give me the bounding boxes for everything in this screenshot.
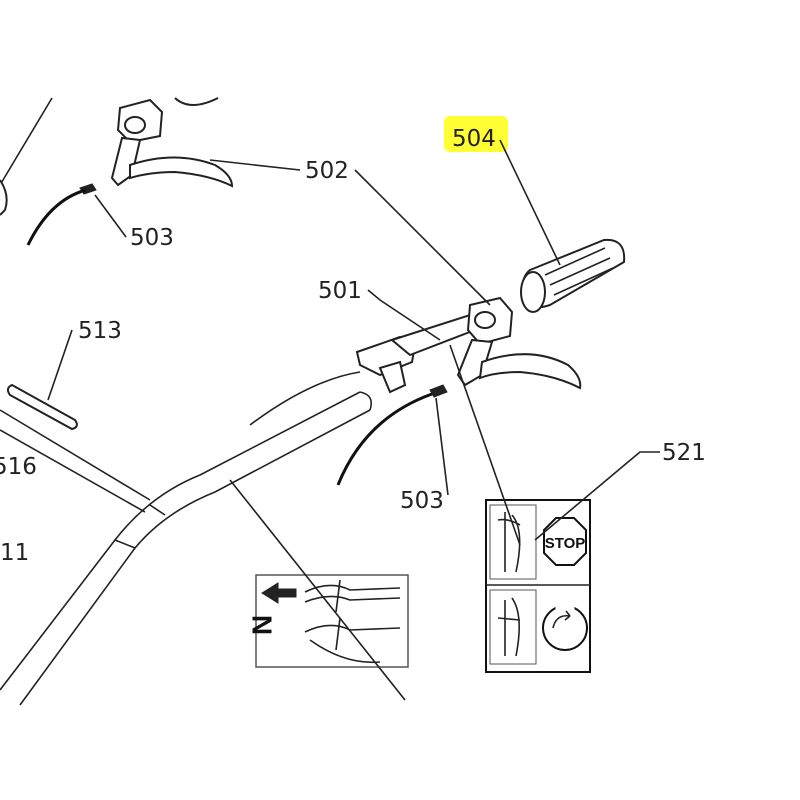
decal-521: STOP bbox=[485, 499, 591, 673]
label-502: 502 bbox=[305, 158, 349, 184]
grip-504 bbox=[520, 238, 626, 313]
decal-throttle: N bbox=[247, 574, 409, 668]
label-516: 516 bbox=[0, 454, 37, 480]
label-511: 11 bbox=[0, 540, 29, 566]
neutral-letter: N bbox=[247, 615, 278, 635]
leader-lines bbox=[47, 139, 660, 701]
leader-line-top-left bbox=[0, 97, 53, 186]
label-503-lower: 503 bbox=[400, 488, 444, 514]
label-503-upper: 503 bbox=[130, 225, 174, 251]
pin-513 bbox=[6, 383, 78, 431]
stop-text: STOP bbox=[545, 535, 586, 552]
label-504: 504 bbox=[452, 126, 496, 152]
lever-assembly-lower bbox=[249, 296, 582, 486]
stop-sign-icon bbox=[543, 517, 587, 566]
partial-part-left bbox=[0, 179, 8, 216]
label-513: 513 bbox=[78, 318, 122, 344]
label-521: 521 bbox=[662, 440, 706, 466]
handlebar bbox=[0, 391, 373, 706]
highlight-504 bbox=[444, 116, 508, 152]
lever-assembly-upper bbox=[26, 97, 234, 246]
crossbar bbox=[0, 409, 151, 513]
arrow-left-icon bbox=[261, 582, 297, 604]
label-501: 501 bbox=[318, 278, 362, 304]
